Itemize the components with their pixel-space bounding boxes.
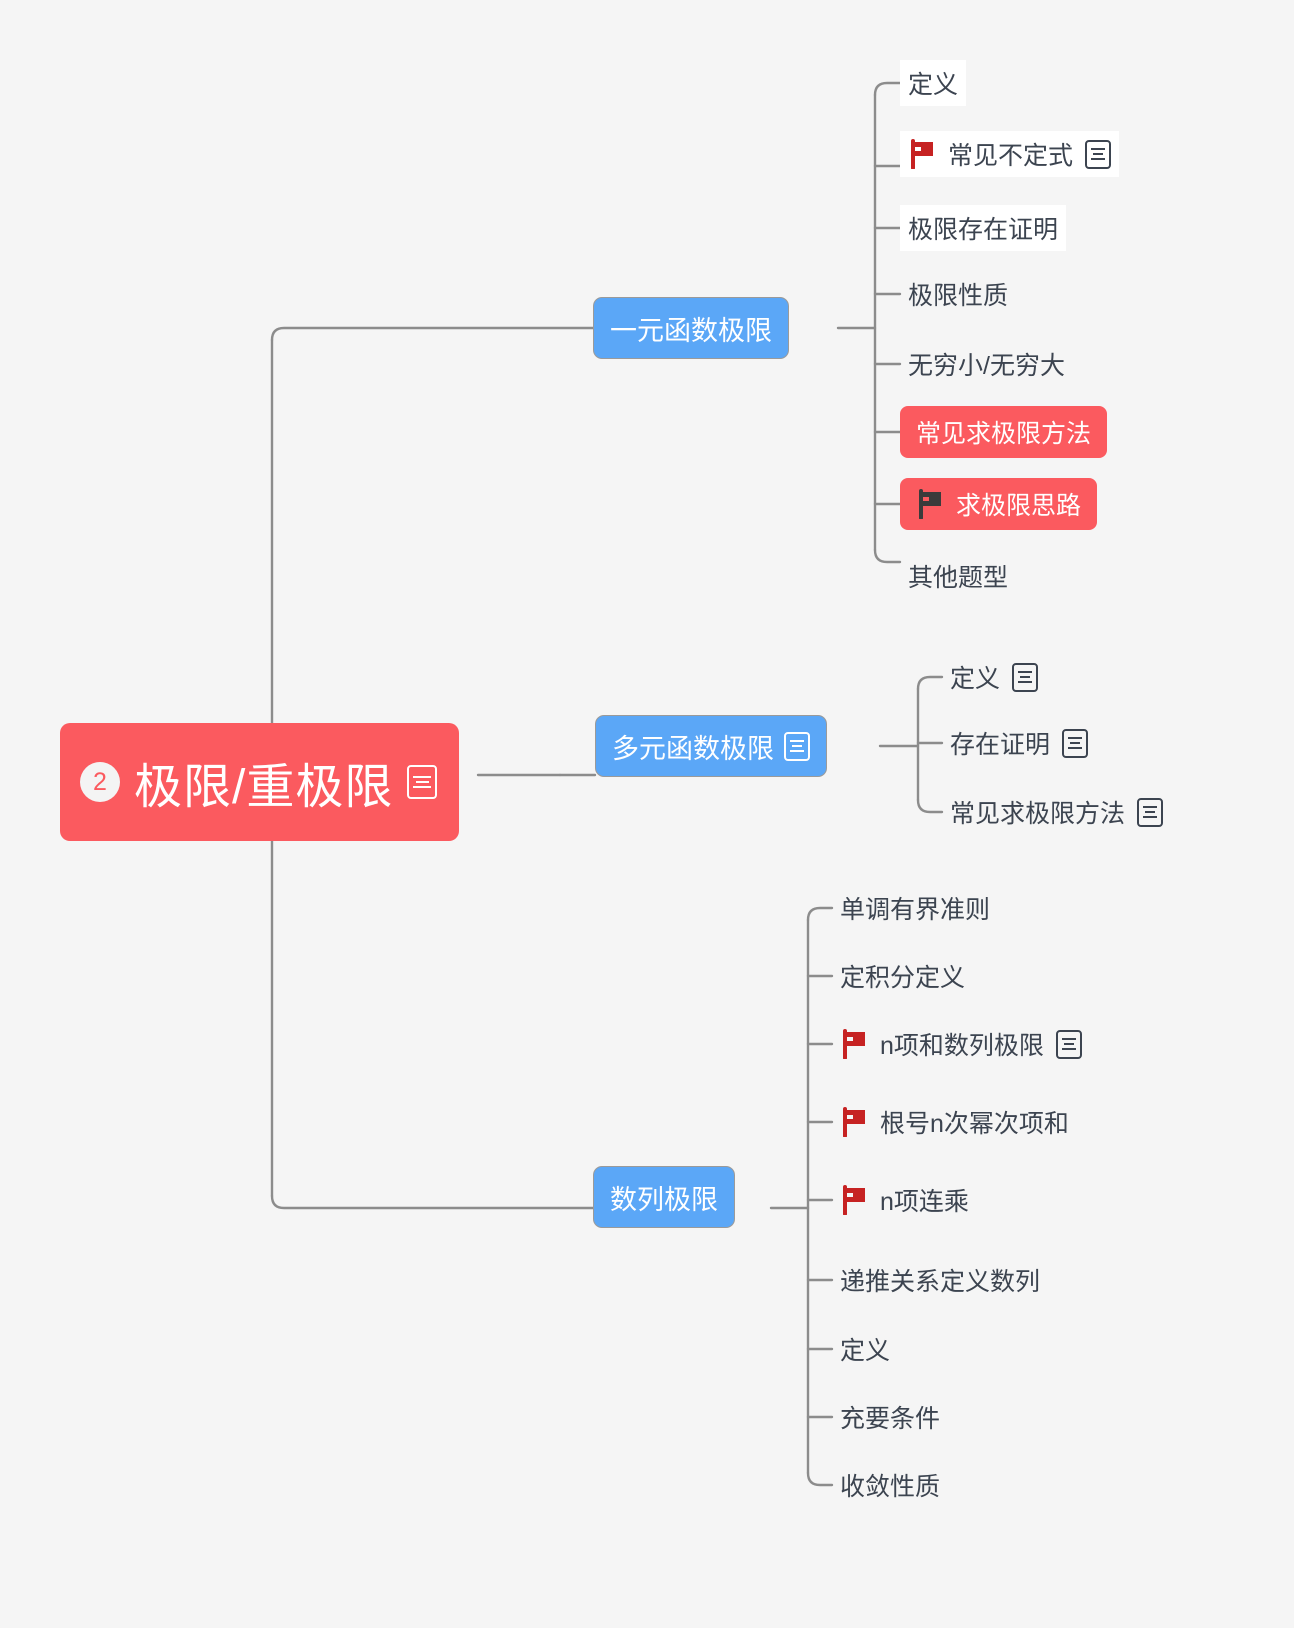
leaf-label: 无穷小/无穷大 (908, 352, 1065, 380)
leaf-label: n项连乘 (880, 1188, 969, 1216)
note-icon[interactable] (1055, 1029, 1082, 1059)
leaf-label: 递推关系定义数列 (840, 1268, 1041, 1296)
leaf-node[interactable]: 存在证明 (942, 720, 1096, 766)
leaf-label: 极限性质 (908, 282, 1009, 310)
branch-node-multivariable-limit[interactable]: 多元函数极限 (595, 715, 827, 777)
note-icon[interactable] (1137, 797, 1164, 827)
leaf-node[interactable]: 无穷小/无穷大 (900, 341, 1073, 387)
flag-icon (840, 1029, 868, 1059)
leaf-label: 定义 (840, 1337, 891, 1365)
branch-node-sequence-limit[interactable]: 数列极限 (593, 1166, 735, 1228)
leaf-label: 存在证明 (950, 731, 1051, 759)
leaf-label: 定义 (950, 665, 1001, 693)
leaf-label: 常见求极限方法 (950, 800, 1126, 828)
leaf-node[interactable]: 其他题型 (900, 553, 1016, 599)
leaf-node[interactable]: 定积分定义 (832, 953, 973, 999)
leaf-node[interactable]: 常见不定式 (900, 131, 1120, 177)
leaf-node[interactable]: 定义 (900, 60, 967, 106)
leaf-node[interactable]: 根号n次幂次项和 (832, 1099, 1077, 1145)
flag-icon (840, 1107, 868, 1137)
leaf-node[interactable]: 常见求极限方法 (942, 789, 1171, 835)
leaf-node[interactable]: 求极限思路 (900, 478, 1098, 530)
leaf-node[interactable]: n项和数列极限 (832, 1021, 1090, 1067)
note-icon[interactable] (1085, 139, 1112, 169)
root-badge: 2 (80, 762, 120, 802)
leaf-node[interactable]: 定义 (942, 654, 1046, 700)
leaf-node[interactable]: n项连乘 (832, 1177, 977, 1223)
branch-label: 一元函数极限 (610, 315, 772, 346)
root-label: 极限/重极限 (134, 761, 394, 814)
leaf-node[interactable]: 极限性质 (900, 271, 1016, 317)
leaf-label: 极限存在证明 (908, 216, 1059, 244)
leaf-label: 收敛性质 (840, 1473, 941, 1501)
note-icon[interactable] (1062, 728, 1089, 758)
leaf-label: 单调有界准则 (840, 896, 991, 924)
leaf-node[interactable]: 定义 (832, 1326, 898, 1372)
note-icon[interactable] (407, 765, 438, 799)
leaf-node[interactable]: 递推关系定义数列 (832, 1257, 1048, 1303)
leaf-label: 常见求极限方法 (916, 420, 1092, 448)
leaf-node[interactable]: 常见求极限方法 (900, 406, 1108, 458)
leaf-label: 定积分定义 (840, 964, 966, 992)
leaf-node[interactable]: 单调有界准则 (832, 885, 998, 931)
leaf-node[interactable]: 收敛性质 (832, 1462, 948, 1508)
flag-icon (840, 1185, 868, 1215)
branch-label: 数列极限 (610, 1184, 718, 1215)
leaf-label: 其他题型 (908, 564, 1009, 592)
flag-icon (916, 489, 944, 519)
note-icon[interactable] (784, 731, 810, 761)
leaf-label: 根号n次幂次项和 (880, 1110, 1069, 1138)
note-icon[interactable] (1012, 662, 1039, 692)
leaf-node[interactable]: 充要条件 (832, 1394, 948, 1440)
branch-node-one-variable-limit[interactable]: 一元函数极限 (593, 297, 789, 359)
root-node[interactable]: 2 极限/重极限 (60, 723, 460, 841)
leaf-label: 充要条件 (840, 1405, 941, 1433)
leaf-label: 求极限思路 (956, 492, 1082, 520)
leaf-label: n项和数列极限 (880, 1032, 1044, 1060)
leaf-node[interactable]: 极限存在证明 (900, 205, 1067, 251)
leaf-label: 定义 (908, 71, 959, 99)
branch-label: 多元函数极限 (612, 733, 774, 764)
leaf-label: 常见不定式 (948, 142, 1074, 170)
flag-icon (908, 139, 936, 169)
